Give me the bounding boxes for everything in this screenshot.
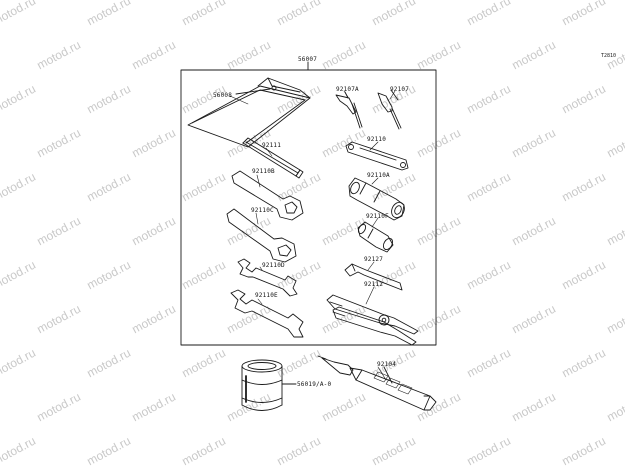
leader-lines (229, 90, 396, 381)
screwdriver-drawing (377, 89, 402, 130)
kit-frame (180, 69, 437, 346)
kit-part-label: 56007 (298, 56, 318, 63)
part-label-pliers: 92112 (364, 281, 384, 288)
part-label-open-wrench-d: 92110D (262, 262, 285, 269)
open-wrench-d-drawing (237, 258, 298, 297)
part-label-box-wrench-c: 92110C (251, 207, 274, 214)
part-label-socket-f: 92110F (366, 213, 389, 220)
box-wrench-c-drawing (226, 208, 297, 263)
diagram-ref-code: T2810 (601, 53, 617, 59)
part-label-pin-wrench: 92110 (367, 136, 387, 143)
spanner-handle-drawing (242, 137, 304, 179)
box-wrench-b-drawing (231, 170, 304, 221)
part-label-grease-tube: 92104 (377, 361, 397, 368)
part-label-screwdriver: 92107 (390, 86, 410, 93)
grease-tube-drawing (317, 355, 437, 411)
part-label-box-wrench-b: 92110B (252, 168, 275, 175)
part-label-open-wrench-e: 92110E (255, 292, 278, 299)
screwdriver-a-drawing (335, 91, 363, 129)
part-label-tool-bag: 56008 (213, 92, 233, 99)
part-label-hex-key: 92127 (364, 256, 384, 263)
socket-f-drawing (357, 221, 394, 253)
part-label-spanner-handle: 92111 (262, 142, 282, 149)
pliers-drawing (326, 294, 419, 346)
pin-wrench-drawing (345, 141, 409, 171)
part-label-socket-a: 92110A (367, 172, 390, 179)
tool-bag-drawing (187, 77, 311, 148)
socket-a-drawing (348, 177, 405, 221)
part-label-screwdriver-a: 92107A (336, 86, 359, 93)
open-wrench-e-drawing (230, 289, 304, 338)
part-label-oil-can: 56019/A-0 (297, 381, 332, 388)
hex-key-drawing (344, 263, 403, 291)
oil-can-drawing (241, 359, 297, 411)
